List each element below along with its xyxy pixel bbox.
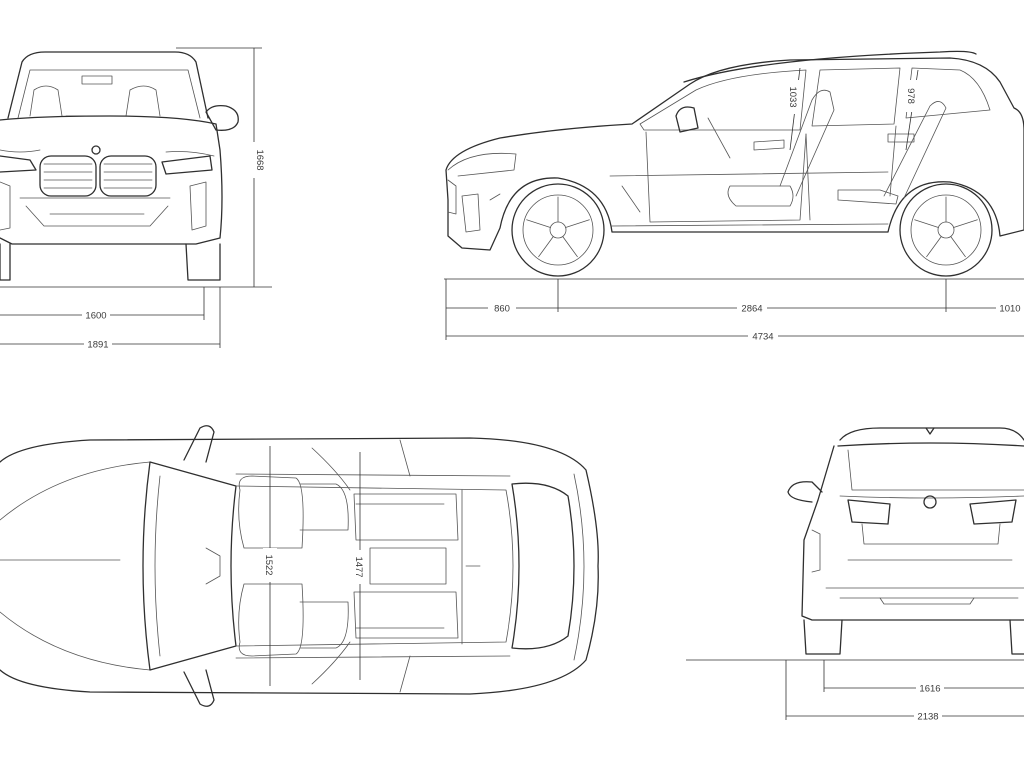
dim-front-headroom: 1033 <box>787 86 798 107</box>
rear-wheel-spokes <box>914 196 978 258</box>
dim-front-overhang: 860 <box>494 304 510 315</box>
dim-overall-length: 4734 <box>752 332 773 343</box>
dim-front-shoulder-width: 1522 <box>263 554 274 575</box>
rear-view: 1616 2138 <box>686 427 1024 723</box>
kidney-grille-bars <box>43 163 153 189</box>
dim-wheelbase: 2864 <box>741 304 762 315</box>
dim-rear-track: 1616 <box>919 684 940 695</box>
dim-rear-shoulder-width: 1477 <box>353 556 364 577</box>
dim-rear-overhang: 1010 <box>999 304 1020 315</box>
dim-width-with-mirrors: 2138 <box>917 712 938 723</box>
front-wheel-spokes <box>526 196 590 258</box>
front-view: 1668 1600 1891 <box>0 47 272 351</box>
dim-front-height: 1668 <box>254 149 265 170</box>
dim-front-track: 1600 <box>85 311 106 322</box>
dim-front-width: 1891 <box>87 340 108 351</box>
dim-rear-headroom: 978 <box>905 88 916 104</box>
side-view: 1033 978 860 2864 1010 4734 <box>444 50 1024 343</box>
top-view: 1522 1477 <box>0 425 599 707</box>
